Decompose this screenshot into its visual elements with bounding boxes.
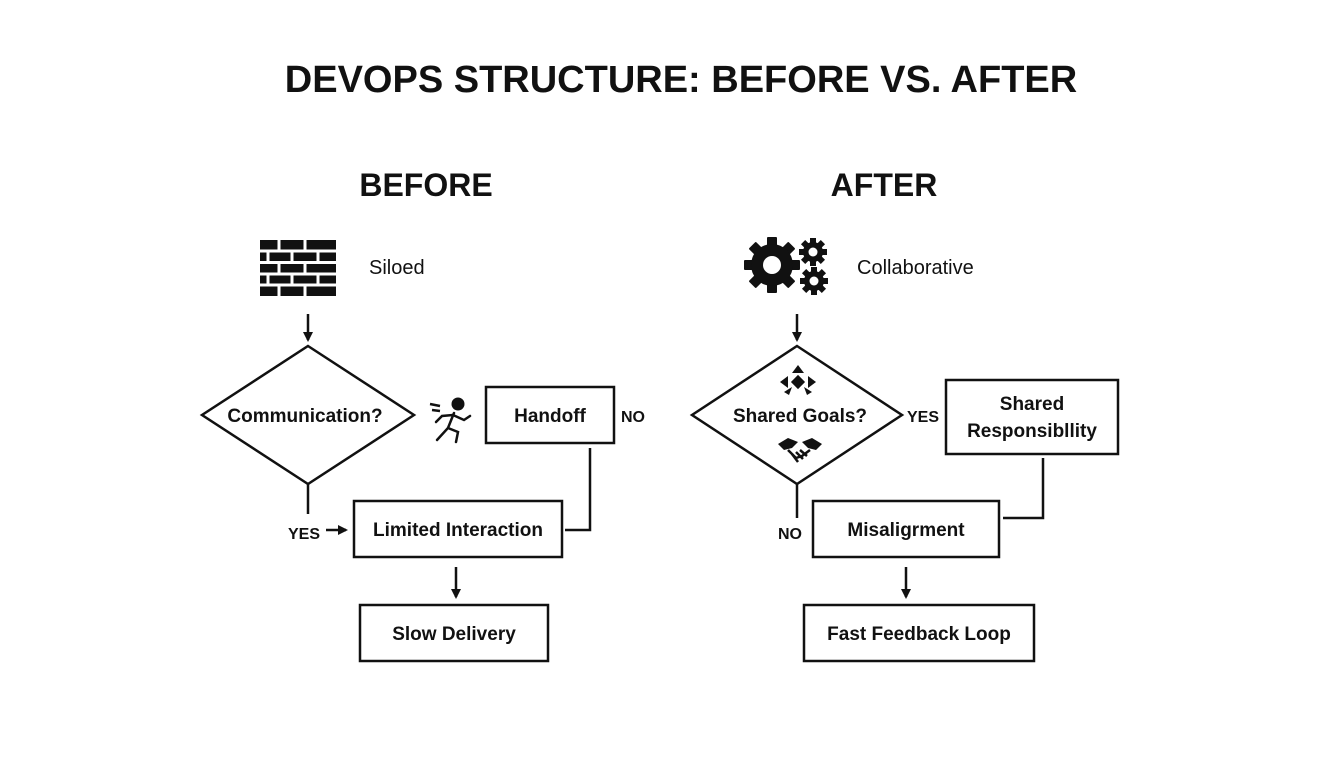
- after-no-label: NO: [778, 526, 802, 543]
- before-no-label: NO: [621, 409, 645, 426]
- before-mode-label: Siloed: [369, 257, 425, 279]
- brick-wall-icon: [260, 240, 336, 296]
- before-yes-label: YES: [288, 526, 320, 543]
- misalignment-box: [811, 499, 1001, 559]
- after-heading: AFTER: [831, 167, 938, 203]
- shared-responsibility-box: [944, 378, 1120, 456]
- handoff-box: [484, 385, 616, 445]
- running-person-icon: [429, 397, 472, 444]
- limited-interaction-box: [352, 499, 564, 559]
- handshake-icon: [778, 438, 822, 463]
- before-heading: BEFORE: [359, 167, 492, 203]
- misalignment-text: Misaligrment: [847, 520, 965, 541]
- slow-delivery-text: Slow Delivery: [392, 624, 516, 645]
- arrows-converge-icon: [780, 365, 816, 395]
- after-yes-label: YES: [907, 409, 939, 426]
- slow-delivery-box: [358, 603, 550, 663]
- shared-responsibility-line1: Shared: [1000, 394, 1064, 415]
- before-decision-text: Communication?: [227, 406, 382, 427]
- handoff-text: Handoff: [514, 406, 586, 427]
- handoff-connector: [565, 448, 592, 532]
- after-mode-label: Collaborative: [857, 257, 974, 279]
- after-decision-text: Shared Goals?: [733, 406, 867, 427]
- fast-feedback-text: Fast Feedback Loop: [827, 624, 1011, 645]
- diagram-title: DEVOPS STRUCTURE: BEFORE VS. AFTER: [285, 59, 1077, 101]
- fast-feedback-box: [802, 603, 1036, 663]
- responsibility-connector: [1003, 458, 1045, 520]
- limited-interaction-text: Limited Interaction: [373, 520, 543, 541]
- gears-icon: [744, 237, 828, 295]
- shared-responsibility-line2: Responsibllity: [967, 421, 1097, 442]
